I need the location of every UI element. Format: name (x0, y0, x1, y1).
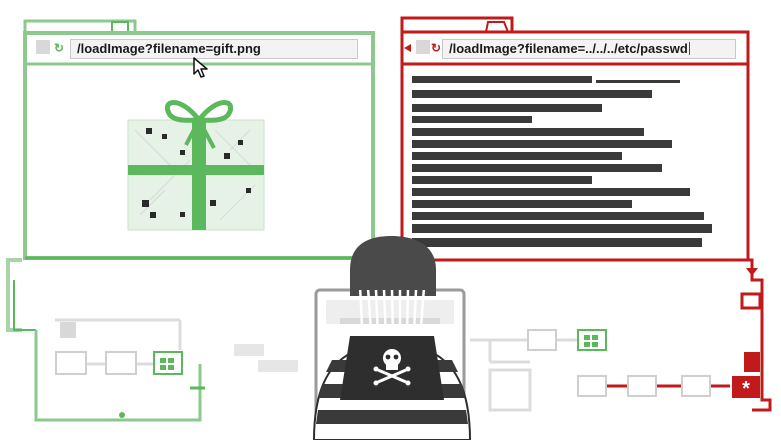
mouse-cursor-icon (193, 57, 208, 78)
nav-refresh-icon: ↻ (431, 41, 441, 55)
gift-icon (127, 100, 265, 231)
nav-arrow-icon (404, 44, 411, 52)
left-file-tree (6, 258, 298, 422)
folder-icon (60, 322, 76, 338)
image-file-icon (577, 329, 607, 351)
nav-back-icon[interactable] (36, 40, 50, 54)
right-file-tree: * (470, 258, 772, 412)
image-file-icon (153, 351, 183, 375)
folder-icon (577, 375, 607, 397)
text-caret (688, 42, 690, 55)
svg-text:*: * (742, 378, 750, 400)
nav-back-icon[interactable] (416, 40, 430, 54)
url-text: /loadImage?filename=gift.png (77, 41, 261, 56)
tab-icon[interactable] (111, 21, 129, 33)
skull-and-crossbones-icon (373, 349, 411, 386)
folder-icon (105, 351, 137, 375)
asterisk-file-icon: * (732, 376, 760, 400)
folder-icon (527, 329, 557, 351)
address-bar-left[interactable]: /loadImage?filename=gift.png (70, 39, 358, 59)
url-text: /loadImage?filename=../../../etc/passwd (449, 41, 688, 56)
folder-icon (627, 375, 657, 397)
right-browser-window: ↻ (400, 16, 750, 262)
address-bar-right[interactable]: /loadImage?filename=../../../etc/passwd (442, 39, 736, 59)
folder-icon (55, 351, 87, 375)
passwd-content (412, 76, 712, 247)
nav-arrow-icon: ↻ (54, 41, 64, 55)
left-browser-window: ↻ (23, 19, 375, 260)
hacker-icon (312, 236, 472, 440)
folder-icon (681, 375, 711, 397)
